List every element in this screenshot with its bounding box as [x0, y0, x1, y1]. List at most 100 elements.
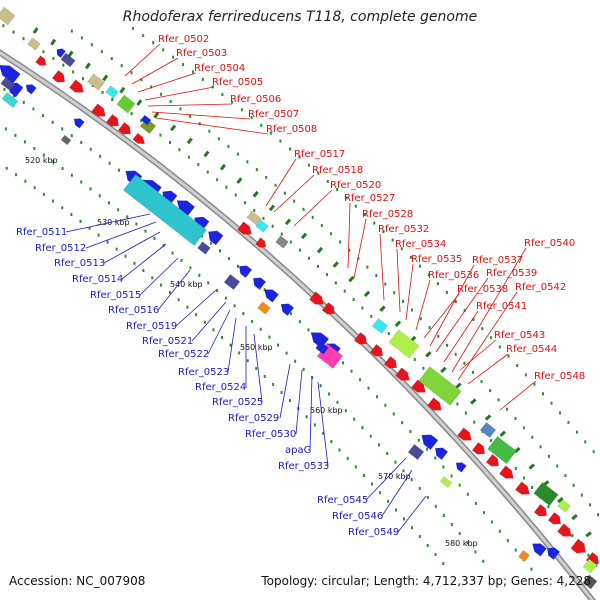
gene-label-reverse[interactable]: apaG	[285, 445, 311, 456]
gene-label-forward[interactable]: Rfer_0534	[395, 239, 446, 250]
forward-gene-arrow	[395, 367, 410, 381]
gene-label-reverse[interactable]: Rfer_0512	[35, 243, 86, 254]
tick-dot	[263, 374, 266, 378]
tick-dot	[70, 29, 73, 33]
tick-dot	[410, 526, 413, 530]
reverse-gene-arrow	[56, 48, 66, 58]
tick-dot	[172, 55, 175, 59]
gene-label-forward[interactable]: Rfer_0506	[230, 94, 281, 105]
tick-dot	[341, 361, 344, 365]
tick-dot	[152, 41, 155, 45]
gene-label-reverse[interactable]: Rfer_0522	[158, 349, 209, 360]
gene-label-reverse[interactable]: Rfer_0545	[317, 495, 368, 506]
tick-dot	[52, 199, 55, 203]
gene-label-reverse[interactable]: Rfer_0514	[72, 274, 123, 285]
kbp-label: 550 kbp	[240, 343, 273, 352]
gene-label-forward[interactable]: Rfer_0540	[524, 238, 575, 249]
forward-label-leader	[379, 233, 385, 301]
gene-label-forward[interactable]: Rfer_0544	[506, 344, 557, 355]
gene-label-forward[interactable]: Rfer_0507	[248, 109, 299, 120]
tick-dot	[98, 194, 101, 198]
gene-label-reverse[interactable]: Rfer_0513	[54, 258, 105, 269]
gene-label-forward[interactable]: Rfer_0518	[312, 165, 363, 176]
gene-label-forward[interactable]: Rfer_0503	[176, 48, 227, 59]
tick-dot	[506, 539, 509, 543]
gene-label-forward[interactable]: Rfer_0505	[212, 77, 263, 88]
tick-dot	[330, 440, 333, 444]
tick-dot	[22, 37, 25, 41]
gene-label-reverse[interactable]: Rfer_0516	[108, 305, 159, 316]
forward-gene-arrow	[457, 427, 472, 441]
tick-dot	[434, 504, 437, 508]
tick-dot	[89, 147, 92, 151]
tick-dot	[442, 513, 445, 517]
tick-dot	[293, 199, 296, 203]
tick-dot	[151, 276, 154, 280]
tick-dot	[366, 265, 369, 269]
tick-dot	[298, 320, 301, 324]
reverse-gene-arrow	[532, 543, 547, 557]
gene-label-forward[interactable]: Rfer_0508	[266, 124, 317, 135]
gene-label-forward[interactable]: Rfer_0527	[344, 193, 395, 204]
gene-feature-block	[275, 235, 289, 249]
tick-dot	[168, 290, 171, 294]
gene-label-forward[interactable]: Rfer_0543	[494, 330, 545, 341]
gene-label-reverse[interactable]: Rfer_0530	[245, 429, 296, 440]
gene-label-reverse[interactable]: Rfer_0533	[278, 461, 329, 472]
gene-label-forward[interactable]: Rfer_0528	[362, 209, 413, 220]
gene-label-forward[interactable]: Rfer_0539	[486, 268, 537, 279]
tick-dot	[52, 56, 55, 60]
gene-label-forward[interactable]: Rfer_0532	[378, 224, 429, 235]
gene-label-forward[interactable]: Rfer_0535	[411, 254, 462, 265]
gene-feature-block	[439, 476, 453, 488]
tick-dot	[463, 308, 466, 312]
tick-dot	[326, 179, 329, 183]
gene-label-reverse[interactable]: Rfer_0515	[90, 290, 141, 301]
reverse-label-leader	[85, 221, 157, 249]
gene-label-reverse[interactable]: Rfer_0519	[126, 321, 177, 332]
tick-dot	[361, 426, 364, 430]
tick-dot	[392, 412, 395, 416]
kbp-scale-labels: 520 kbp 530 kbp 540 kbp 550 kbp 560 kbp …	[25, 156, 478, 548]
tick-dot	[539, 445, 542, 449]
tick-dot	[262, 216, 265, 220]
gene-label-reverse[interactable]: Rfer_0523	[178, 367, 229, 378]
tick-dot	[580, 493, 583, 497]
gene-label-forward[interactable]: Rfer_0517	[294, 149, 345, 160]
tick-dot	[361, 306, 364, 310]
gene-label-forward[interactable]: Rfer_0504	[194, 63, 245, 74]
reverse-gene-arrow	[434, 447, 449, 460]
tick-dot	[497, 398, 500, 402]
gene-label-forward[interactable]: Rfer_0538	[457, 284, 508, 295]
gene-label-forward[interactable]: Rfer_0537	[472, 255, 523, 266]
gene-label-forward[interactable]: Rfer_0536	[428, 270, 479, 281]
gene-label-forward[interactable]: Rfer_0502	[158, 34, 209, 45]
scale-tick	[425, 351, 432, 358]
tick-dot	[575, 430, 578, 434]
tick-dot	[422, 366, 425, 370]
gene-label-forward[interactable]: Rfer_0541	[476, 301, 527, 312]
tick-dot	[498, 529, 501, 533]
gene-label-reverse[interactable]: Rfer_0524	[195, 382, 246, 393]
gene-label-reverse[interactable]: Rfer_0546	[332, 511, 383, 522]
tick-dot	[305, 415, 308, 419]
tick-dot	[130, 112, 133, 116]
reverse-label-leader	[381, 469, 413, 517]
tick-dot	[288, 399, 291, 403]
tick-dot	[364, 213, 367, 217]
tick-dot	[446, 343, 449, 347]
gene-label-forward[interactable]: Rfer_0520	[330, 180, 381, 191]
tick-dot	[72, 70, 75, 74]
gene-label-reverse[interactable]: Rfer_0529	[228, 413, 279, 424]
tick-dot	[588, 503, 591, 507]
gene-label-reverse[interactable]: Rfer_0525	[212, 397, 263, 408]
forward-gene-arrow	[485, 454, 500, 467]
gene-label-reverse[interactable]: Rfer_0511	[16, 227, 67, 238]
gene-label-reverse[interactable]: Rfer_0521	[142, 336, 193, 347]
gene-label-forward[interactable]: Rfer_0548	[534, 371, 585, 382]
tick-dot	[51, 120, 54, 124]
tick-dot	[514, 548, 517, 552]
gene-label-forward[interactable]: Rfer_0542	[515, 282, 566, 293]
tick-dot	[587, 553, 590, 557]
gene-label-reverse[interactable]: Rfer_0549	[348, 527, 399, 538]
